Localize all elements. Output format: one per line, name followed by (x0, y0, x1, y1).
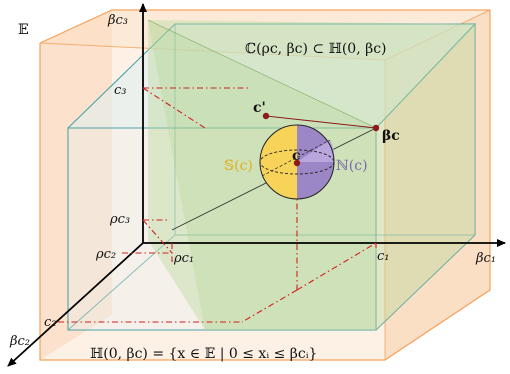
tick-c2: c₂ (44, 315, 57, 330)
tick-c1: c₁ (377, 249, 390, 264)
axes (7, 3, 506, 367)
space-label: 𝔼 (18, 22, 29, 38)
tick-beta-c2: βc₂ (9, 334, 30, 349)
c-label: c (292, 148, 301, 164)
top-region-label: ℂ(ρc, βc) ⊂ ℍ(0, βc) (245, 41, 387, 57)
tick-beta-c1: βc₁ (475, 251, 496, 266)
tick-rho-c2: ρc₂ (95, 247, 116, 262)
point-c-prime (262, 112, 270, 120)
red-guides (58, 87, 377, 323)
N-label: ℕ(c) (336, 158, 368, 174)
bottom-caption: ℍ(0, βc) = {x ∈ 𝔼 | 0 ≤ xᵢ ≤ βcᵢ} (90, 346, 317, 362)
point-beta-c (372, 124, 380, 132)
S-label: 𝕊(c) (224, 158, 253, 174)
tick-c3: c₃ (114, 83, 127, 98)
c-prime-segment (265, 115, 377, 129)
ball-sphere (259, 124, 335, 200)
tick-rho-c3: ρc₃ (109, 212, 130, 227)
beta-c-label: βc (382, 128, 400, 144)
tick-rho-c1: ρc₁ (173, 251, 194, 266)
point-c (293, 159, 301, 167)
tick-beta-c3: βc₃ (107, 13, 128, 28)
c-prime-label: c' (253, 100, 266, 116)
